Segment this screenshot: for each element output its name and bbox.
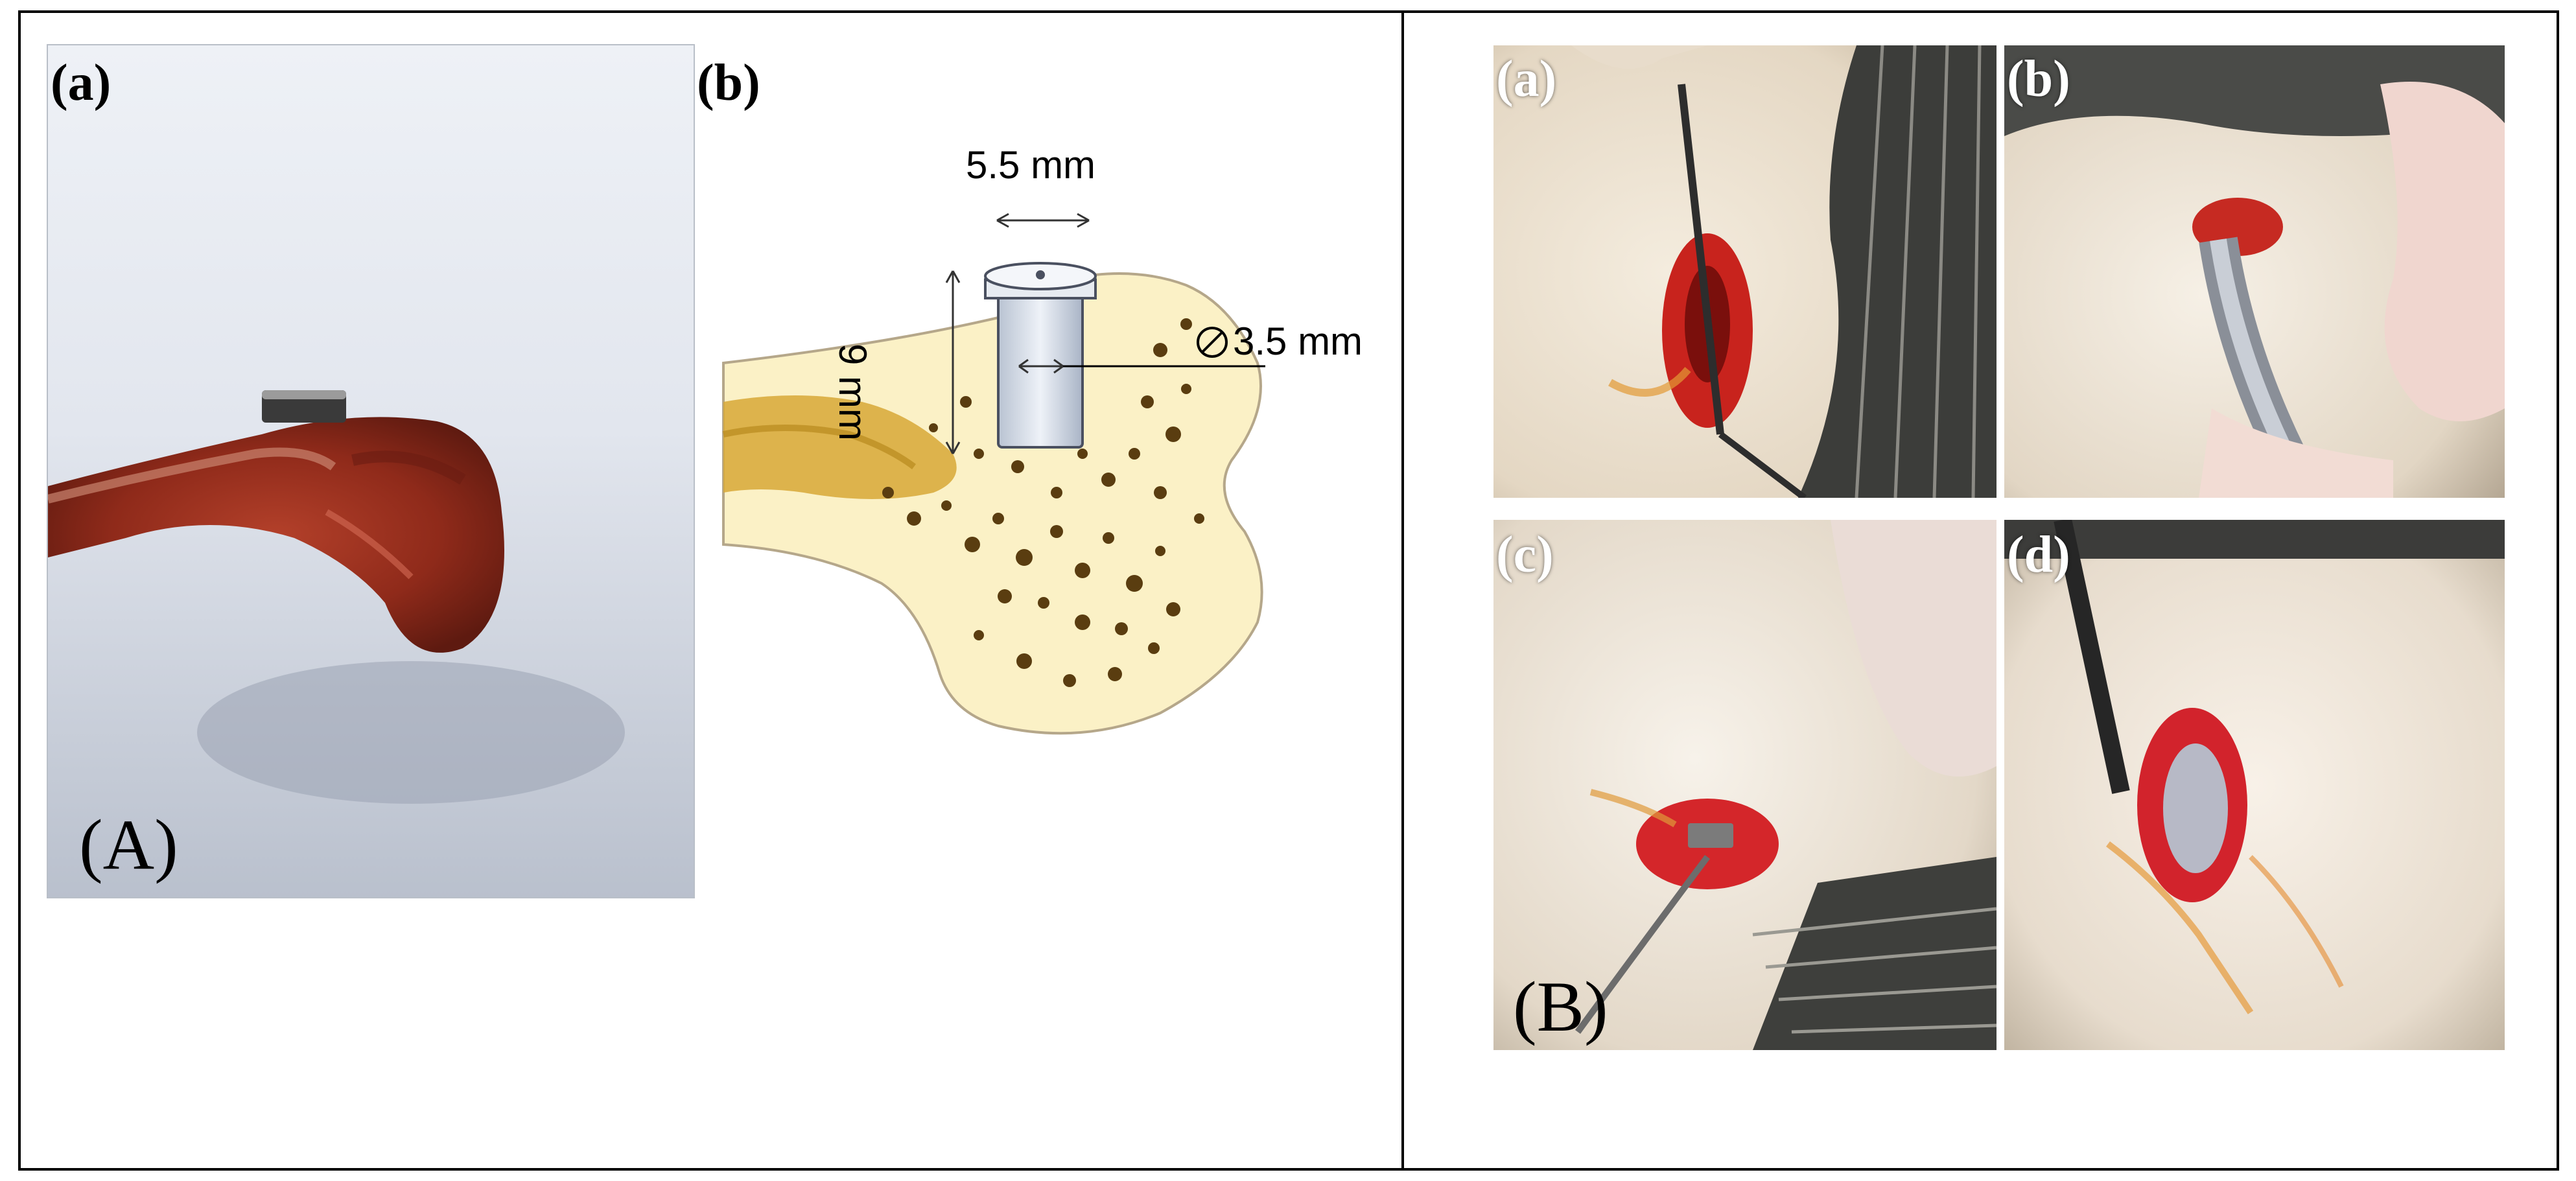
part-a-label: (A) (79, 805, 178, 884)
width-dimension: 5.5 mm (966, 143, 1096, 187)
bone-specimen-image (48, 45, 694, 897)
panel-a-label: (a) (51, 54, 111, 111)
panel-b-b-label: (b) (2007, 51, 2070, 108)
panel-b-c-label: (c) (1496, 526, 1554, 583)
panel-b-label: (b) (697, 54, 760, 111)
figure-frame (18, 10, 2559, 1171)
surgery-photo-d: (d) (2004, 520, 2505, 1050)
panel-b-a-label: (a) (1496, 51, 1557, 108)
bone-implant-diagram (722, 213, 1265, 735)
part-b-label: (B) (1513, 967, 1608, 1046)
panel-divider (1401, 10, 1404, 1171)
surgery-photo-b: (b) (2004, 45, 2505, 498)
surgery-photo-c: (c) (B) (1493, 520, 1996, 1050)
panel-b-d-label: (d) (2007, 526, 2070, 583)
photo-bone-specimen: (a) (A) (47, 44, 695, 898)
depth-dimension: 9 mm (831, 344, 874, 441)
diameter-dimension: 3.5 mm (1233, 320, 1363, 363)
surgery-photo-a: (a) (1493, 45, 1996, 498)
implant-schematic: 5.5 mm 3.5 mm 9 mm (720, 130, 1400, 765)
